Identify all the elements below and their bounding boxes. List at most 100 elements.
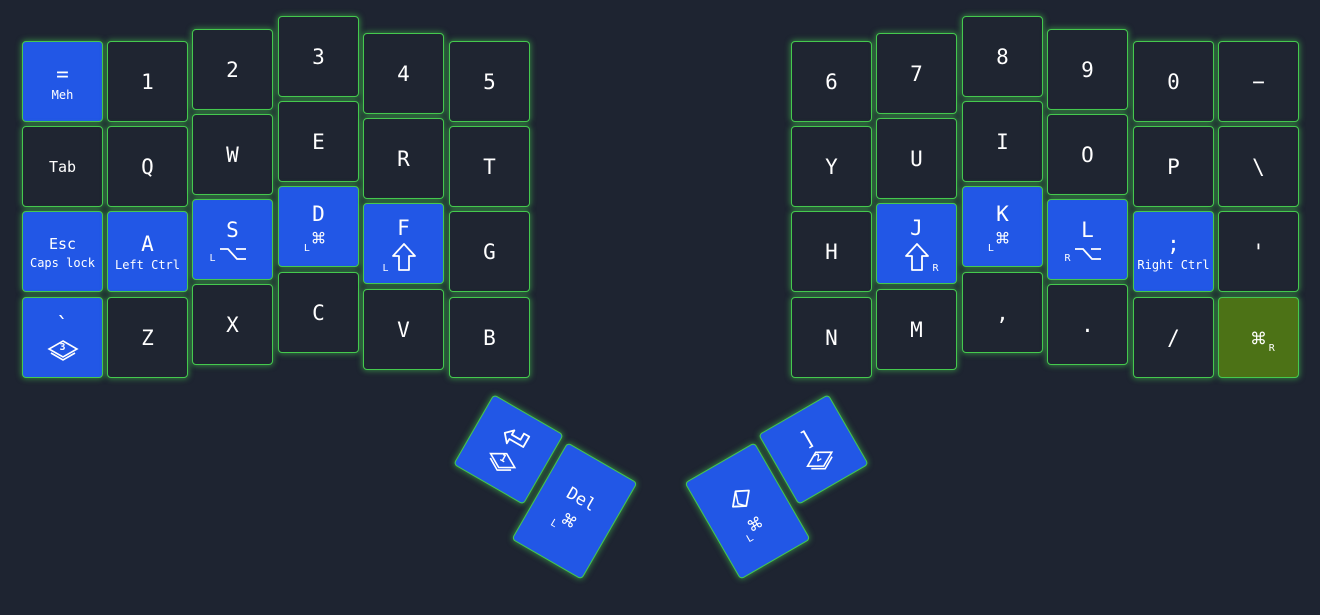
key-w[interactable]: W bbox=[192, 114, 273, 195]
shift-arrow-icon: R bbox=[904, 242, 939, 274]
side-indicator: R bbox=[1064, 252, 1071, 264]
eraser-icon bbox=[721, 480, 760, 518]
key-legend: 9 bbox=[1081, 57, 1094, 82]
key-semicolon-right-ctrl[interactable]: ; Right Ctrl bbox=[1133, 211, 1214, 292]
key-legend: L bbox=[1081, 217, 1094, 242]
key-legend: Q bbox=[141, 154, 154, 179]
side-indicator: R bbox=[932, 262, 939, 274]
key-1[interactable]: 1 bbox=[107, 41, 188, 122]
key-7[interactable]: 7 bbox=[876, 33, 957, 114]
key-equals-meh[interactable]: = Meh bbox=[22, 41, 103, 122]
key-9[interactable]: 9 bbox=[1047, 29, 1128, 110]
key-tab[interactable]: Tab bbox=[22, 126, 103, 207]
key-backslash[interactable]: \ bbox=[1218, 126, 1299, 207]
key-legend: U bbox=[910, 146, 923, 171]
enter-icon bbox=[496, 421, 534, 457]
key-g[interactable]: G bbox=[449, 211, 530, 292]
side-indicator: L bbox=[382, 262, 389, 274]
key-b[interactable]: B bbox=[449, 297, 530, 378]
key-5[interactable]: 5 bbox=[449, 41, 530, 122]
layer-icon: 3 bbox=[46, 339, 79, 363]
key-legend: V bbox=[397, 317, 410, 342]
key-legend: 2 bbox=[226, 57, 239, 82]
key-0[interactable]: 0 bbox=[1133, 41, 1214, 122]
command-icon: ⌘ L bbox=[303, 226, 326, 254]
key-s-option[interactable]: S L bbox=[192, 199, 273, 280]
command-icon: ⌘ L bbox=[743, 511, 768, 546]
key-grave-layer3[interactable]: ` 3 bbox=[22, 297, 103, 378]
key-6[interactable]: 6 bbox=[791, 41, 872, 122]
key-r[interactable]: R bbox=[363, 118, 444, 199]
key-slash[interactable]: / bbox=[1133, 297, 1214, 378]
key-a-left-ctrl[interactable]: A Left Ctrl bbox=[107, 211, 188, 292]
key-d-command[interactable]: D ⌘ L bbox=[278, 186, 359, 267]
key-legend: E bbox=[312, 129, 325, 154]
key-legend: C bbox=[312, 300, 325, 325]
key-o[interactable]: O bbox=[1047, 114, 1128, 195]
key-quote[interactable]: ' bbox=[1218, 211, 1299, 292]
key-h[interactable]: H bbox=[791, 211, 872, 292]
key-legend: ` bbox=[56, 312, 69, 337]
key-period[interactable]: . bbox=[1047, 284, 1128, 365]
command-icon: ⌘ R bbox=[1251, 324, 1275, 354]
key-legend: 7 bbox=[910, 61, 923, 86]
key-hold-legend: Left Ctrl bbox=[114, 257, 181, 272]
key-c[interactable]: C bbox=[278, 272, 359, 353]
key-legend: ; bbox=[1167, 231, 1180, 256]
layer-icon: 2 bbox=[800, 442, 840, 479]
key-m[interactable]: M bbox=[876, 289, 957, 370]
key-y[interactable]: Y bbox=[791, 126, 872, 207]
key-minus[interactable]: − bbox=[1218, 41, 1299, 122]
key-right-command[interactable]: ⌘ R bbox=[1218, 297, 1299, 378]
key-legend: G bbox=[483, 239, 496, 264]
key-t[interactable]: T bbox=[449, 126, 530, 207]
key-legend: D bbox=[312, 201, 325, 226]
key-3[interactable]: 3 bbox=[278, 16, 359, 97]
key-hold-legend: Caps lock bbox=[29, 255, 96, 270]
key-legend: . bbox=[1081, 312, 1094, 337]
key-v[interactable]: V bbox=[363, 289, 444, 370]
key-f-shift[interactable]: F L bbox=[363, 203, 444, 284]
key-legend: 8 bbox=[996, 44, 1009, 69]
key-8[interactable]: 8 bbox=[962, 16, 1043, 97]
key-legend: X bbox=[226, 312, 239, 337]
key-l-option[interactable]: L R bbox=[1047, 199, 1128, 280]
layer-icon: 1 bbox=[482, 443, 522, 480]
key-z[interactable]: Z bbox=[107, 297, 188, 378]
key-2[interactable]: 2 bbox=[192, 29, 273, 110]
key-legend: ] bbox=[795, 424, 819, 452]
key-legend: P bbox=[1167, 154, 1180, 179]
key-legend: I bbox=[996, 129, 1009, 154]
thumb-eraser-command[interactable]: ⌘ L bbox=[684, 442, 811, 580]
key-p[interactable]: P bbox=[1133, 126, 1214, 207]
key-i[interactable]: I bbox=[962, 101, 1043, 182]
key-legend: / bbox=[1167, 325, 1180, 350]
thumb-enter-layer1[interactable]: 1 bbox=[453, 394, 564, 505]
option-icon: R bbox=[1065, 244, 1103, 264]
key-e[interactable]: E bbox=[278, 101, 359, 182]
key-legend: , bbox=[996, 300, 1009, 325]
key-legend: S bbox=[226, 217, 239, 242]
key-hold-legend: Right Ctrl bbox=[1137, 257, 1210, 272]
key-legend: Tab bbox=[48, 157, 77, 176]
key-j-shift[interactable]: J R bbox=[876, 203, 957, 284]
key-legend: W bbox=[226, 142, 239, 167]
side-indicator: L bbox=[987, 242, 994, 254]
key-comma[interactable]: , bbox=[962, 272, 1043, 353]
key-legend: O bbox=[1081, 142, 1094, 167]
key-q[interactable]: Q bbox=[107, 126, 188, 207]
key-legend: 3 bbox=[312, 44, 325, 69]
key-hold-legend: Meh bbox=[51, 87, 74, 102]
key-legend: A bbox=[141, 231, 154, 256]
key-n[interactable]: N bbox=[791, 297, 872, 378]
key-legend: Y bbox=[825, 154, 838, 179]
key-4[interactable]: 4 bbox=[363, 33, 444, 114]
command-icon: ⌘ L bbox=[987, 226, 1010, 254]
thumb-bracket-layer2[interactable]: ] 2 bbox=[758, 394, 869, 505]
key-esc-capslock[interactable]: Esc Caps lock bbox=[22, 211, 103, 292]
key-legend: ' bbox=[1252, 239, 1265, 264]
key-legend: B bbox=[483, 325, 496, 350]
key-x[interactable]: X bbox=[192, 284, 273, 365]
key-k-command[interactable]: K ⌘ L bbox=[962, 186, 1043, 267]
key-u[interactable]: U bbox=[876, 118, 957, 199]
